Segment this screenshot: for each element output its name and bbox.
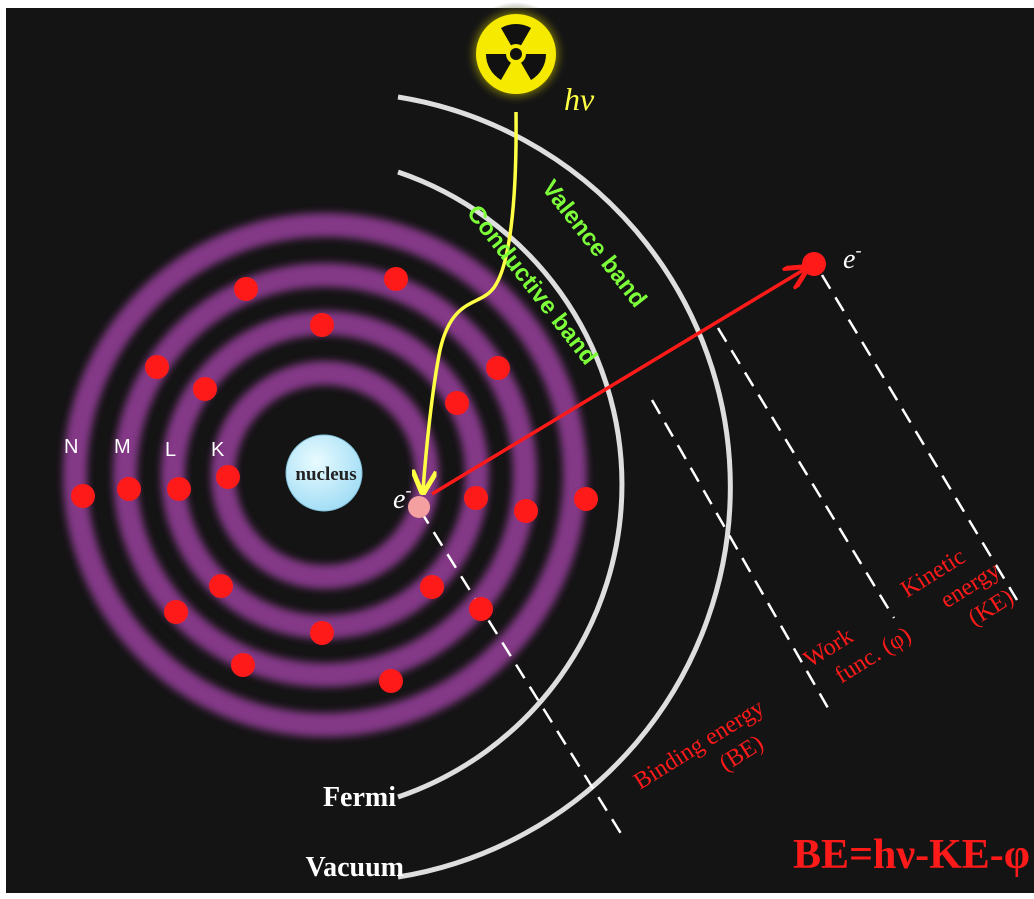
electron bbox=[445, 391, 469, 415]
electron bbox=[231, 653, 255, 677]
ejected-electron-label: e- bbox=[843, 240, 861, 275]
photoelectron-path-arrow bbox=[431, 269, 805, 496]
shell-label-l: L bbox=[165, 439, 176, 461]
vacuum-label: Vacuum bbox=[305, 852, 404, 883]
fermi-arc bbox=[397, 169, 625, 800]
radiation-icon bbox=[464, 2, 568, 106]
electron-origin bbox=[408, 496, 430, 518]
formula: BE=hν-KE-φ bbox=[793, 832, 1030, 878]
electron-origin-label: e- bbox=[393, 480, 411, 515]
electron bbox=[209, 574, 233, 598]
fermi-level-dash bbox=[650, 399, 830, 709]
shell-label-n: N bbox=[64, 436, 78, 458]
ejected-electron bbox=[802, 252, 826, 276]
electron bbox=[310, 621, 334, 645]
binding-energy-start-dash bbox=[418, 509, 627, 841]
electron bbox=[574, 487, 598, 511]
photon-path-arrow bbox=[423, 111, 518, 490]
photon-energy-label: hν bbox=[564, 81, 595, 117]
electron bbox=[384, 267, 408, 291]
shell-label-k: K bbox=[211, 439, 225, 461]
electron bbox=[469, 597, 493, 621]
electron bbox=[117, 477, 141, 501]
electron bbox=[164, 600, 188, 624]
electron bbox=[234, 277, 258, 301]
electron bbox=[145, 355, 169, 379]
electron bbox=[71, 484, 95, 508]
vacuum-level-dash bbox=[716, 327, 896, 619]
shell-label-m: M bbox=[114, 436, 131, 458]
vacuum-arc bbox=[397, 94, 733, 880]
electron bbox=[464, 486, 488, 510]
electron bbox=[486, 356, 510, 380]
electron bbox=[514, 499, 538, 523]
electron bbox=[193, 377, 217, 401]
electron-final-dash bbox=[820, 274, 1019, 601]
shell-m bbox=[113, 263, 537, 687]
fermi-label: Fermi bbox=[323, 782, 396, 813]
electron bbox=[167, 477, 191, 501]
electron bbox=[420, 575, 444, 599]
nucleus bbox=[285, 434, 363, 512]
electron bbox=[216, 465, 240, 489]
shell-n bbox=[63, 213, 587, 737]
nucleus-label: nucleus bbox=[295, 464, 356, 485]
electron bbox=[310, 313, 334, 337]
electron bbox=[379, 669, 403, 693]
